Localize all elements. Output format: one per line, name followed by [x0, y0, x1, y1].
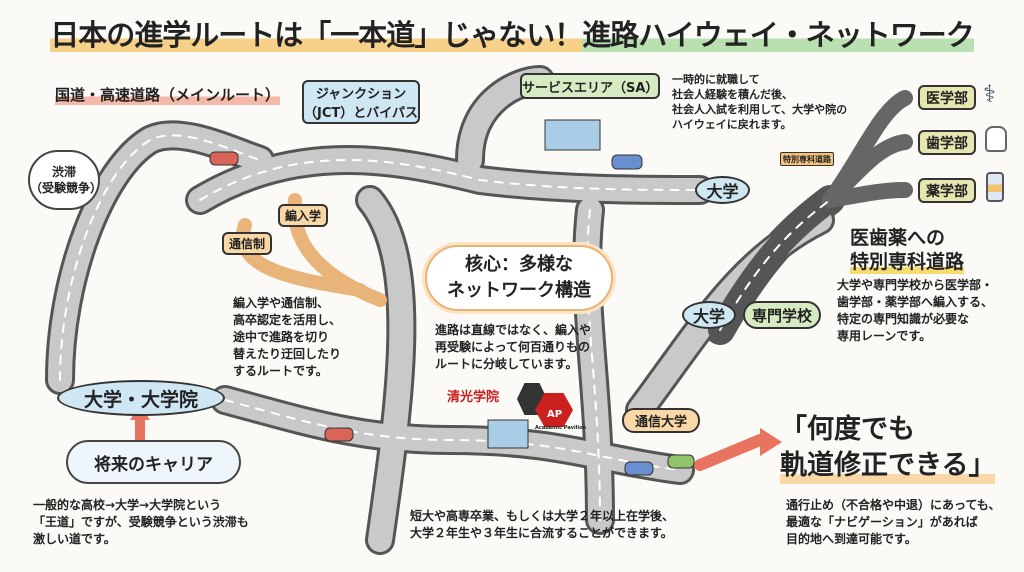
text-line: 途中で進路を切り: [233, 330, 330, 344]
correction-description: 通行止め（不合格や中退）にあっても、 最適な「ナビゲーション」があれば 目的地へ…: [786, 497, 1000, 548]
rest-stop-building: [487, 419, 529, 449]
bypass-correspondence-label: 通信制: [222, 232, 272, 255]
text-line: 通行止め（不合格や中退）にあっても、: [786, 498, 1001, 512]
cloud-line: 核心：多様な: [465, 254, 573, 275]
text-line: 進路は直線ではなく、編入や: [435, 323, 592, 337]
bypass-transfer-label: 編入学: [278, 204, 328, 227]
car: [667, 454, 695, 469]
heading-line: 「何度でも: [780, 414, 915, 445]
logo-name: 清光学院: [447, 390, 500, 405]
service-area-sign: サービスエリア（SA）: [520, 73, 660, 99]
medicine-bottle-icon: [986, 172, 1004, 202]
text-line: 替えたり迂回したり: [233, 347, 342, 361]
congestion-cloud: 渋滞 （受験競争）: [28, 150, 103, 210]
main-route-label: 国道・高速道路（メインルート）: [55, 84, 281, 105]
special-road-sign: 特別専科道路: [780, 152, 834, 166]
text-line: 大学２年生や３年生に合流することができます。: [410, 526, 673, 540]
correction-heading: 「何度でも 軌道修正できる」: [780, 412, 996, 484]
heading-line: 医歯薬への: [850, 227, 946, 249]
text-line: 高卒認定を活用し、: [233, 313, 342, 327]
special-road-description: 大学や専門学校から医学部・ 歯学部・薬学部へ編入する、 特定の専門知識が必要な …: [837, 277, 993, 345]
text-line: 激しい道です。: [33, 532, 116, 546]
text-line: ハイウェイに戻れます。: [672, 118, 792, 131]
main-route-description: 一般的な高校→大学→大学院という 「王道」ですが、受験競争という渋滞も 激しい道…: [33, 497, 249, 548]
jct-line1: ジャンクション: [315, 87, 407, 102]
logo: 清光学院 AP Academic Pavilion: [447, 383, 592, 433]
service-area-description: 一時的に就職して 社会人経験を積んだ後、 社会人入試を利用して、大学や院の ハイ…: [672, 72, 847, 132]
text-line: 編入学や通信制、: [233, 296, 330, 310]
faculty-dentistry: 歯学部: [918, 130, 976, 155]
node-vocational-school: 専門学校: [743, 301, 821, 329]
text-line: 大学や専門学校から医学部・: [837, 278, 994, 292]
tooth-icon: [985, 126, 1007, 152]
node-university-top: 大学: [695, 176, 750, 204]
car: [324, 427, 354, 442]
text-line: 目的地へ到達可能です。: [786, 532, 917, 546]
node-correspondence-university: 通信大学: [622, 408, 700, 433]
arrow-right-head: [760, 428, 782, 456]
text-line: 短大や高専卒業、もしくは大学２年以上在学後、: [410, 509, 675, 523]
stethoscope-icon: ⚕: [983, 80, 996, 108]
career-cloud: 将来のキャリア: [66, 440, 241, 484]
text-line: 「王道」ですが、受験競争という渋滞も: [33, 515, 249, 529]
cloud-line: （受験競争）: [30, 181, 103, 195]
text-line: ルートに分岐しています。: [435, 357, 578, 371]
text-line: 最適な「ナビゲーション」があれば: [786, 515, 978, 529]
car: [624, 461, 654, 476]
cloud-line: ネットワーク構造: [447, 280, 591, 301]
car: [209, 151, 239, 166]
jct-box: ジャンクション （JCT）とバイパス: [302, 80, 420, 124]
text-line: 一般的な高校→大学→大学院という: [33, 498, 222, 512]
node-university-graduate: 大学・大学院: [57, 380, 225, 416]
cloud-line: 渋滞: [51, 165, 76, 179]
text-line: 社会人経験を積んだ後、: [672, 88, 793, 101]
text-line: するルートです。: [233, 364, 328, 378]
text-line: 社会人入試を利用して、大学や院の: [672, 103, 848, 116]
core-description: 進路は直線ではなく、編入や 再受験によって何百通りもの ルートに分岐しています。: [435, 322, 591, 373]
service-area-building: [544, 119, 601, 151]
car: [611, 154, 643, 170]
core-cloud: 核心：多様なネットワーク構造: [425, 245, 613, 311]
logo-mark: AP: [547, 409, 563, 420]
text-line: 特定の専門知識が必要な: [837, 312, 970, 326]
heading-line: 特別専科道路: [850, 250, 965, 274]
page-title: 日本の進学ルートは「一本道」じゃない！進路ハイウェイ・ネットワーク: [50, 18, 975, 52]
node-university-mid: 大学: [682, 301, 736, 329]
merge-description: 短大や高専卒業、もしくは大学２年以上在学後、 大学２年生や３年生に合流することが…: [410, 508, 674, 542]
text-line: 再受験によって何百通りもの: [435, 340, 591, 354]
bypass-description: 編入学や通信制、 高卒認定を活用し、 途中で進路を切り 替えたり迂回したり する…: [233, 295, 341, 380]
text-line: 専用レーンです。: [837, 329, 932, 343]
faculty-pharmacy: 薬学部: [918, 178, 976, 203]
jct-line2: （JCT）とバイパス: [304, 106, 418, 121]
logo-subtitle: Academic Pavilion: [535, 425, 587, 431]
text-line: 歯学部・薬学部へ編入する、: [837, 295, 994, 309]
faculty-medicine: 医学部: [918, 85, 976, 110]
text-line: 一時的に就職して: [672, 73, 760, 86]
special-road-heading: 医歯薬への 特別専科道路: [850, 226, 965, 274]
heading-line: 軌道修正できる」: [780, 448, 996, 484]
